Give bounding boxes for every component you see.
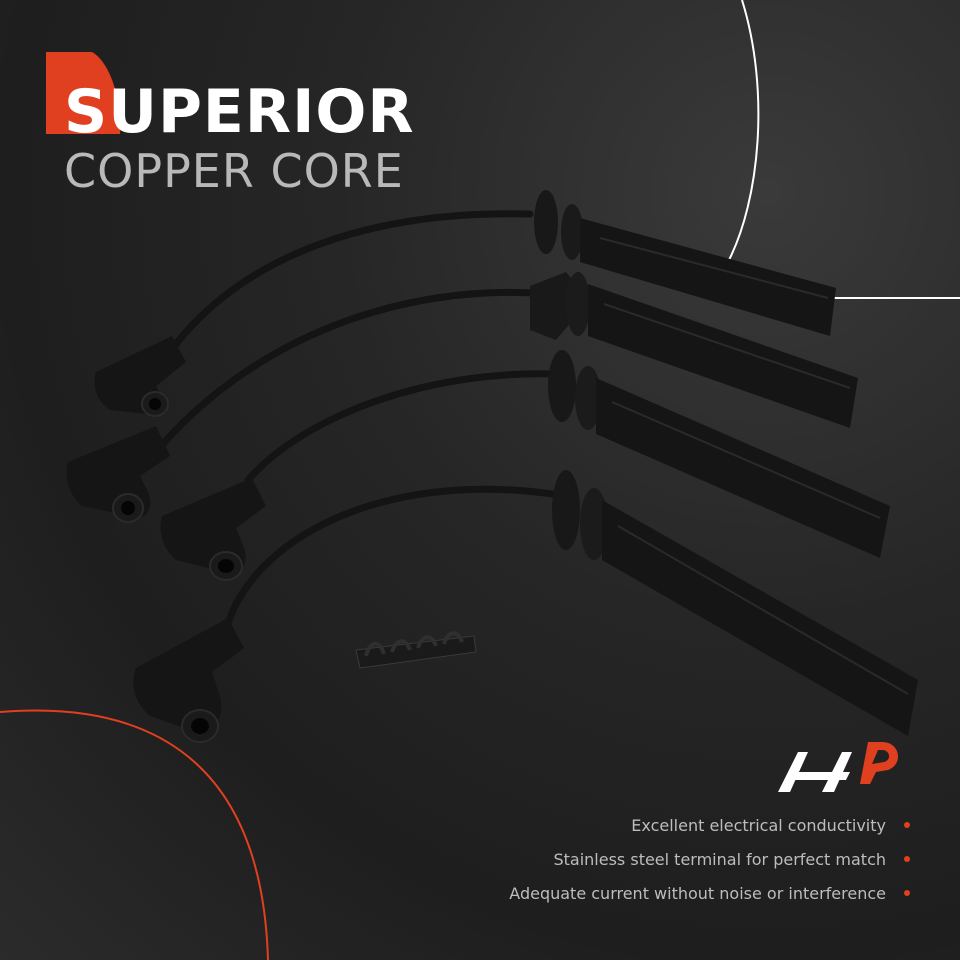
wire-separator-clip	[355, 631, 477, 669]
feature-item-conductivity: Excellent electrical conductivity	[509, 808, 910, 842]
feature-text: Excellent electrical conductivity	[631, 815, 886, 835]
headline: SUPERIOR COPPER CORE	[64, 80, 415, 198]
spark-plug-wire-2	[66, 272, 858, 523]
red-arc-decoration	[0, 709, 269, 960]
feature-list: Excellent electrical conductivity Stainl…	[509, 808, 910, 910]
feature-item-current: Adequate current without noise or interf…	[509, 876, 910, 910]
spark-plug-wire-1	[94, 190, 836, 417]
spark-plug-wire-3	[160, 350, 890, 581]
bullet-dot-icon	[904, 856, 910, 862]
headline-rest: PERIOR	[157, 77, 415, 147]
spark-plug-wire-4	[133, 470, 918, 743]
headline-highlight: SU	[64, 77, 158, 147]
feature-text: Stainless steel terminal for perfect mat…	[553, 849, 886, 869]
bullet-dot-icon	[904, 822, 910, 828]
bullet-dot-icon	[904, 890, 910, 896]
headline-subtitle: COPPER CORE	[64, 144, 404, 198]
feature-text: Adequate current without noise or interf…	[509, 883, 886, 903]
headline-title: SUPERIOR	[64, 80, 415, 144]
a-premium-logo-icon	[778, 742, 899, 792]
red-wedge-decoration	[46, 52, 121, 134]
feature-item-terminal: Stainless steel terminal for perfect mat…	[509, 842, 910, 876]
white-arc-decoration	[726, 0, 960, 299]
